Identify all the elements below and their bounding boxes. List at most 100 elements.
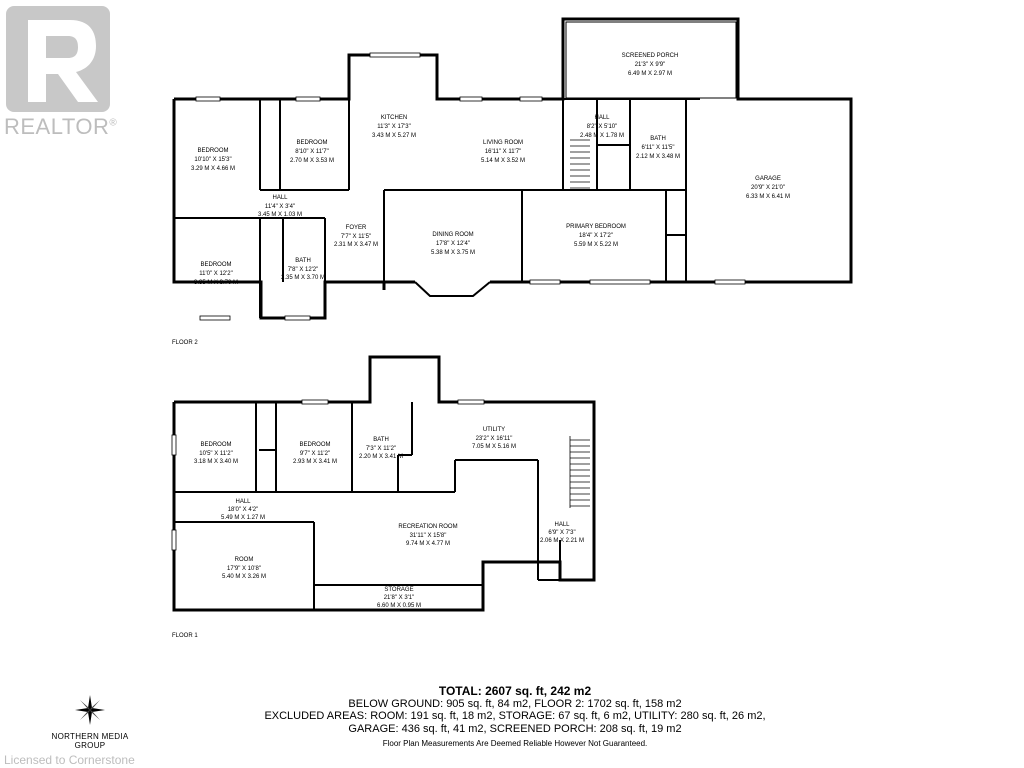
floor1-label: FLOOR 1 xyxy=(172,633,198,639)
room-metric: 3.43 M X 5.27 M xyxy=(372,133,416,139)
room-imperial: 7'7" X 11'5" xyxy=(341,234,371,240)
window xyxy=(714,279,746,285)
room-metric: 5.49 M X 1.27 M xyxy=(221,515,265,521)
room-metric: 2.20 M X 3.41 M xyxy=(359,454,403,460)
compass-rose-icon xyxy=(75,695,105,725)
window xyxy=(459,96,483,102)
realtor-logo xyxy=(6,6,110,114)
room-metric: 5.14 M X 3.52 M xyxy=(481,158,525,164)
room-imperial: 21'3" X 9'9" xyxy=(635,62,666,68)
room-metric: 3.18 M X 3.40 M xyxy=(194,459,238,465)
room-name: BEDROOM xyxy=(197,148,228,154)
room-name: FOYER xyxy=(346,225,367,231)
room-imperial: 8'10" X 11'7" xyxy=(295,149,328,155)
room-imperial: 7'8" X 12'2" xyxy=(288,267,319,273)
room-imperial: 20'9" X 21'0" xyxy=(751,185,785,191)
room-imperial: 16'11" X 11'7" xyxy=(485,149,521,155)
floor2-label: FLOOR 2 xyxy=(172,340,198,346)
screened-porch-outline xyxy=(565,21,737,99)
room-name: HALL xyxy=(554,522,570,528)
window xyxy=(529,279,561,285)
area-breakdown: BELOW GROUND: 905 sq. ft, 84 m2, FLOOR 2… xyxy=(348,697,682,710)
room-metric: 3.35 M X 3.70 M xyxy=(194,280,238,286)
excluded-areas: EXCLUDED AREAS: ROOM: 191 sq. ft, 18 m2,… xyxy=(264,710,766,722)
room-name: GARAGE xyxy=(755,176,781,182)
room-metric: 2.12 M X 3.48 M xyxy=(636,154,680,160)
room-metric: 5.38 M X 3.75 M xyxy=(431,250,475,256)
window xyxy=(589,279,651,285)
room-name: KITCHEN xyxy=(381,115,407,121)
room-imperial: 10'5" X 11'2" xyxy=(199,451,232,457)
room-imperial: 17'9" X 10'8" xyxy=(227,566,261,572)
room-name: SCREENED PORCH xyxy=(622,53,679,59)
room-name: BATH xyxy=(373,437,389,443)
room-metric: 2.06 M X 2.21 M xyxy=(540,538,584,544)
room-metric: 2.48 M X 1.78 M xyxy=(580,133,624,139)
room-metric: 6.60 M X 0.95 M xyxy=(377,603,421,609)
window xyxy=(171,434,177,456)
floor2-outer-wall-southwest xyxy=(172,99,415,320)
room-metric: 2.35 M X 3.70 M xyxy=(281,275,325,281)
room-metric: 9.74 M X 4.77 M xyxy=(406,541,450,547)
room-imperial: 23'2" X 16'11" xyxy=(476,436,513,442)
room-imperial: 18'0" X 4'2" xyxy=(228,507,259,513)
floor2-outer-wall xyxy=(174,17,853,284)
room-metric: 5.59 M X 5.22 M xyxy=(574,242,618,248)
room-imperial: 11'0" X 12'2" xyxy=(199,271,232,277)
room-metric: 3.45 M X 1.03 M xyxy=(258,212,302,218)
room-name: BEDROOM xyxy=(296,140,327,146)
window xyxy=(199,315,231,321)
realtor-wordmark: REALTOR® xyxy=(4,114,118,139)
window xyxy=(369,52,421,58)
room-name: STORAGE xyxy=(384,587,413,593)
room-imperial: 6'11" X 11'5" xyxy=(641,145,674,151)
room-metric: 2.70 M X 3.53 M xyxy=(290,158,334,164)
window xyxy=(195,96,221,102)
room-name: BEDROOM xyxy=(200,262,231,268)
room-metric: 6.49 M X 2.97 M xyxy=(628,71,672,77)
room-imperial: 6'9" X 7'3" xyxy=(548,530,575,536)
room-name: PRIMARY BEDROOM xyxy=(566,224,626,230)
window xyxy=(171,529,177,551)
floor2-plan: BEDROOM 10'10" X 15'3" 3.29 M X 4.66 M B… xyxy=(172,17,853,346)
licensed-to: Licensed to Cornerstone xyxy=(4,753,135,767)
dining-bay-window xyxy=(414,281,491,297)
room-imperial: 8'2" X 5'10" xyxy=(587,124,618,130)
window xyxy=(519,96,543,102)
room-name: BATH xyxy=(295,258,311,264)
room-name: ROOM xyxy=(235,557,254,563)
room-name: HALL xyxy=(272,195,288,201)
room-imperial: 17'8" X 12'4" xyxy=(436,241,470,247)
floor2-stairs xyxy=(570,139,590,189)
room-imperial: 11'3" X 17'3" xyxy=(377,124,410,130)
room-imperial: 31'11" X 15'8" xyxy=(410,533,447,539)
room-name: DINING ROOM xyxy=(432,232,473,238)
floor1-plan: BEDROOM 10'5" X 11'2" 3.18 M X 3.40 M BE… xyxy=(171,355,596,639)
room-name: LIVING ROOM xyxy=(483,140,523,146)
realtor-r-icon xyxy=(28,20,98,102)
room-imperial: 11'4" X 3'4" xyxy=(265,204,295,210)
room-metric: 2.31 M X 3.47 M xyxy=(334,242,378,248)
total-area: TOTAL: 2607 sq. ft, 242 m2 xyxy=(438,684,592,698)
room-name: BEDROOM xyxy=(200,442,231,448)
room-imperial: 9'7" X 11'2" xyxy=(300,451,330,457)
room-name: HALL xyxy=(594,115,610,121)
excluded-areas-cont: GARAGE: 436 sq. ft, 41 m2, SCREENED PORC… xyxy=(348,722,682,735)
room-metric: 6.33 M X 6.41 M xyxy=(746,194,790,200)
window xyxy=(457,399,485,405)
room-imperial: 21'8" X 3'1" xyxy=(384,595,415,601)
window xyxy=(284,315,311,321)
window xyxy=(295,96,321,102)
floor1-stairs xyxy=(569,436,590,508)
room-metric: 3.29 M X 4.66 M xyxy=(191,166,235,172)
floor1-outer-wall xyxy=(172,355,596,612)
room-imperial: 18'4" X 17'2" xyxy=(579,233,613,239)
company-name: NORTHERN MEDIA GROUP xyxy=(51,732,129,750)
northern-media-group-logo: NORTHERN MEDIA GROUP xyxy=(40,695,140,750)
room-name: RECREATION ROOM xyxy=(398,524,457,530)
room-metric: 2.93 M X 3.41 M xyxy=(293,459,337,465)
disclaimer: Floor Plan Measurements Are Deemed Relia… xyxy=(382,739,648,748)
room-name: HALL xyxy=(235,499,251,505)
room-imperial: 10'10" X 15'3" xyxy=(194,157,231,163)
